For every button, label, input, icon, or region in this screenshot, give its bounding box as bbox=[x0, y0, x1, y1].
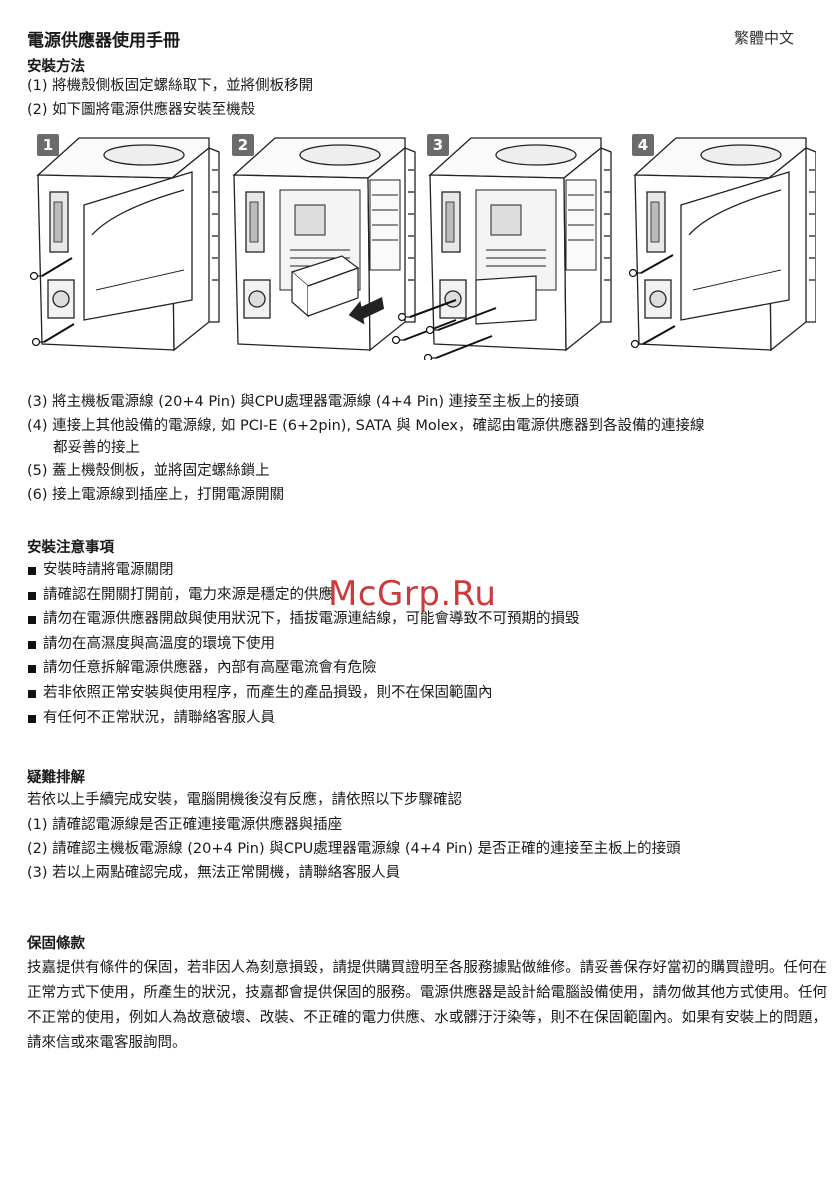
figure-label-4: 4 bbox=[632, 134, 654, 156]
list-item: 有任何不正常狀況，請聯絡客服人員 bbox=[27, 706, 580, 731]
install-step-1: (1) 將機殼側板固定螺絲取下，並將側板移開 bbox=[27, 78, 314, 94]
install-step-3: (3) 將主機板電源線 (20+4 Pin) 與CPU處理器電源線 (4+4 P… bbox=[27, 394, 580, 410]
pc-case-drawings bbox=[29, 137, 816, 360]
troubleshooting-step-1: (1) 請確認電源線是否正確連接電源供應器與插座 bbox=[27, 817, 343, 833]
list-item: 請勿在高濕度與高溫度的環境下使用 bbox=[27, 632, 580, 657]
troubleshooting-step-3: (3) 若以上兩點確認完成，無法正常開機，請聯絡客服人員 bbox=[27, 865, 401, 881]
list-item: 請勿任意拆解電源供應器，內部有高壓電流會有危險 bbox=[27, 656, 580, 681]
language-label: 繁體中文 bbox=[733, 29, 794, 47]
warranty-text: 技嘉提供有條件的保固，若非因人為刻意損毀，請提供購買證明至各服務據點做維修。請妥… bbox=[27, 960, 827, 1051]
install-step-2: (2) 如下圖將電源供應器安裝至機殼 bbox=[27, 102, 256, 118]
figure-label-3: 3 bbox=[427, 134, 449, 156]
troubleshooting-step-2: (2) 請確認主機板電源線 (20+4 Pin) 與CPU處理器電源線 (4+4… bbox=[27, 841, 681, 857]
installation-figure: 1 2 3 4 bbox=[24, 130, 816, 360]
warranty-heading: 保固條款 bbox=[27, 936, 85, 952]
notes-list: 安裝時請將電源關閉 請確認在開關打開前，電力來源是穩定的供應 請勿在電源供應器開… bbox=[27, 558, 580, 730]
document-title: 電源供應器使用手冊 bbox=[27, 31, 180, 51]
install-step-4-cont: 都妥善的接上 bbox=[53, 440, 140, 456]
list-item: 安裝時請將電源關閉 bbox=[27, 558, 580, 583]
watermark: McGrp.Ru bbox=[328, 574, 497, 614]
figure-label-1: 1 bbox=[37, 134, 59, 156]
troubleshooting-heading: 疑難排解 bbox=[27, 770, 85, 786]
list-item: 若非依照正常安裝與使用程序，而產生的產品損毀，則不在保固範圍內 bbox=[27, 681, 580, 706]
notes-heading: 安裝注意事項 bbox=[27, 540, 114, 556]
figure-label-2: 2 bbox=[232, 134, 254, 156]
install-step-5: (5) 蓋上機殼側板，並將固定螺絲鎖上 bbox=[27, 463, 270, 479]
install-heading: 安裝方法 bbox=[27, 59, 85, 75]
list-item: 請勿在電源供應器開啟與使用狀況下，插拔電源連結線，可能會導致不可預期的損毀 bbox=[27, 607, 580, 632]
install-step-6: (6) 接上電源線到插座上，打開電源開關 bbox=[27, 487, 285, 503]
list-item: 請確認在開關打開前，電力來源是穩定的供應 bbox=[27, 583, 580, 608]
install-step-4: (4) 連接上其他設備的電源線, 如 PCI-E (6+2pin), SATA … bbox=[27, 418, 705, 434]
troubleshooting-intro: 若依以上手續完成安裝，電腦開機後沒有反應，請依照以下步驟確認 bbox=[27, 792, 462, 808]
